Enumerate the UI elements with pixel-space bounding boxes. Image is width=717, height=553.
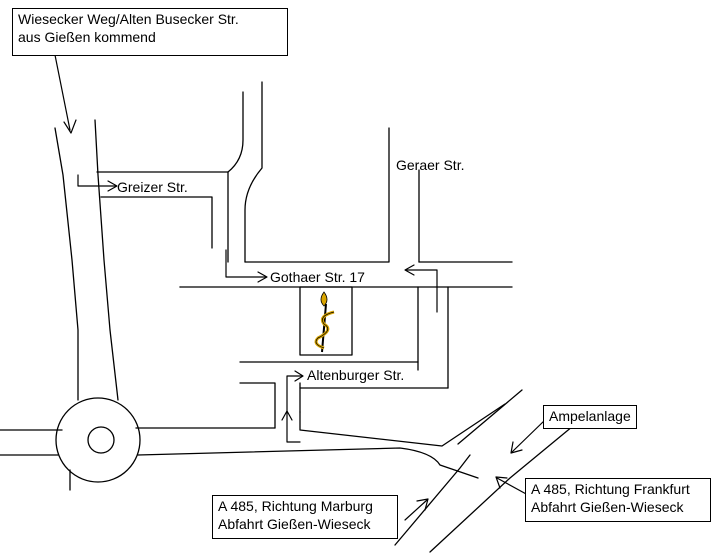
motorway-a485-east-carriageway bbox=[429, 411, 591, 553]
route-arrow-frankfurt bbox=[495, 476, 529, 496]
roundabout-inner bbox=[87, 426, 115, 454]
road-greizer-south-edge bbox=[100, 196, 213, 249]
route-arrow-altenburger bbox=[286, 370, 304, 413]
callout-a485-frankfurt-line1: A 485, Richtung Frankfurt bbox=[531, 481, 690, 497]
callout-from-giessen-line1: Wiesecker Weg/Alten Busecker Str. bbox=[18, 11, 239, 27]
callout-a485-marburg-line1: A 485, Richtung Marburg bbox=[218, 498, 373, 514]
route-arrow-gothaer bbox=[225, 249, 268, 283]
route-arrow-traffic-light bbox=[510, 419, 546, 454]
callout-traffic-light-label: Ampelanlage bbox=[549, 408, 631, 424]
route-arrow-east-return bbox=[404, 264, 438, 313]
motorway-a485-west-carriageway-north bbox=[457, 389, 523, 445]
road-wiesecker-east-edge bbox=[94, 119, 119, 401]
road-altenburger-south-edge bbox=[239, 382, 276, 429]
callout-traffic-light: Ampelanlage bbox=[543, 405, 637, 429]
street-label-altenburger: Altenburger Str. bbox=[307, 367, 405, 383]
callout-a485-frankfurt: A 485, Richtung Frankfurt Abfahrt Gießen… bbox=[525, 478, 711, 522]
route-arrow-marburg bbox=[404, 498, 429, 521]
destination-box bbox=[299, 286, 353, 356]
street-label-greizer: Greizer Str. bbox=[117, 179, 188, 195]
callout-from-giessen: Wiesecker Weg/Alten Busecker Str. aus Gi… bbox=[12, 8, 288, 56]
callout-a485-marburg: A 485, Richtung Marburg Abfahrt Gießen-W… bbox=[212, 495, 398, 539]
motorway-a485-west-carriageway bbox=[394, 454, 471, 546]
street-label-geraer: Geraer Str. bbox=[396, 157, 465, 173]
road-gothaer-north-edge bbox=[244, 127, 390, 263]
aesculapian-staff-icon bbox=[314, 291, 335, 353]
street-label-gothaer: Gothaer Str. 17 bbox=[270, 269, 365, 285]
road-main-east-north-edge-2 bbox=[299, 403, 506, 447]
road-main-east-south-edge bbox=[137, 447, 479, 479]
road-north-west-edge bbox=[227, 91, 244, 173]
road-north-east-edge bbox=[244, 81, 263, 263]
road-wiesecker-west-edge bbox=[54, 127, 79, 401]
route-arrow-greizer bbox=[77, 174, 118, 192]
callout-a485-marburg-line2: Abfahrt Gießen-Wieseck bbox=[218, 516, 371, 532]
route-arrow-from-callout bbox=[54, 54, 77, 134]
roundabout-outer bbox=[55, 397, 141, 483]
callout-a485-frankfurt-line2: Abfahrt Gießen-Wieseck bbox=[531, 499, 684, 515]
route-arrow-main-road bbox=[281, 410, 301, 443]
callout-from-giessen-line2: aus Gießen kommend bbox=[18, 29, 156, 45]
